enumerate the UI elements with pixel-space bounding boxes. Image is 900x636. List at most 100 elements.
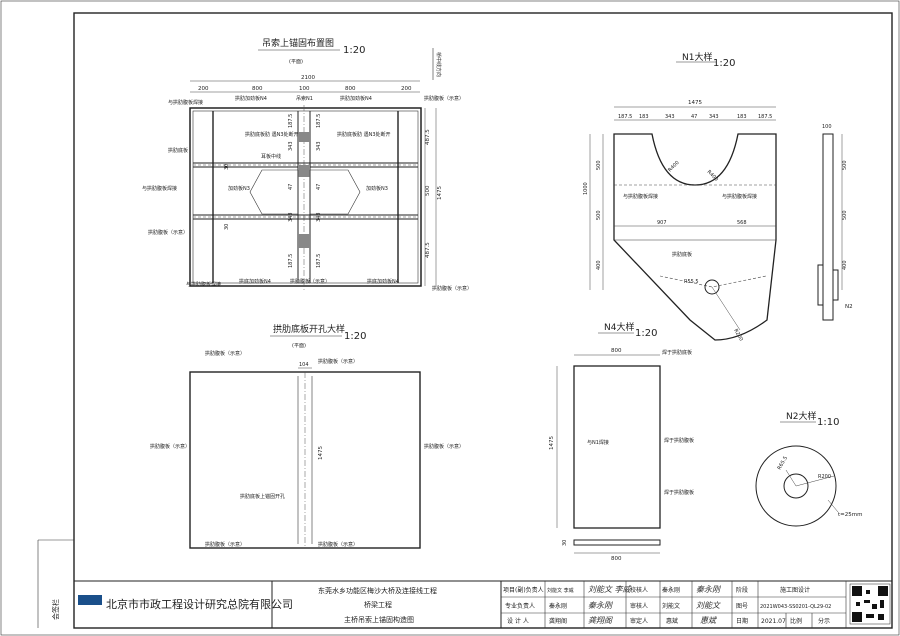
d1-stiffener-right	[309, 169, 361, 215]
svg-text:日期: 日期	[736, 617, 748, 625]
n1-plate-outline	[613, 133, 777, 341]
svg-text:1:20: 1:20	[344, 331, 366, 342]
drawing-1-layout: 吊索上锚固布置图 1:20 (平面) 桥中线方向 2100 200 800 10…	[142, 37, 472, 292]
sig-1: 刘能文 李威	[588, 585, 632, 594]
sheet-inner-border	[73, 12, 893, 629]
svg-text:2021W043-SS0201-QL29-02: 2021W043-SS0201-QL29-02	[760, 604, 831, 610]
svg-text:1:20: 1:20	[635, 328, 657, 339]
svg-text:刘能文: 刘能文	[696, 601, 721, 610]
svg-text:2021.07: 2021.07	[761, 618, 786, 625]
svg-text:焊于拱肋腹板: 焊于拱肋腹板	[664, 489, 694, 496]
d1-stiffener-left	[249, 169, 299, 215]
n1-hole	[704, 279, 720, 295]
svg-text:N4大样: N4大样	[604, 321, 634, 333]
svg-text:秦永刚: 秦永刚	[696, 585, 722, 594]
d1-weld-top: 与拱肋腹板焊接	[168, 99, 203, 106]
svg-text:R65.5: R65.5	[777, 455, 790, 471]
d1-rd-2: 487.5	[425, 242, 431, 258]
drawing-2-hole-detail: 拱肋底板开孔大样 1:20 (平面) 104 1475 拱肋腹板（示意） 拱肋腹…	[150, 323, 464, 549]
svg-text:R200: R200	[732, 328, 744, 342]
svg-text:拱底加劲板N4: 拱底加劲板N4	[239, 278, 271, 285]
svg-text:1475: 1475	[318, 446, 324, 460]
svg-text:183: 183	[737, 114, 747, 120]
svg-text:N2: N2	[845, 304, 853, 310]
svg-text:30: 30	[224, 164, 230, 170]
n2-outer-circle	[755, 445, 837, 527]
svg-text:30: 30	[224, 224, 230, 230]
svg-text:图号: 图号	[736, 603, 748, 610]
svg-text:343: 343	[709, 114, 719, 120]
svg-text:校核人: 校核人	[630, 586, 648, 594]
svg-text:项目(副)负责人: 项目(副)负责人	[503, 586, 544, 594]
svg-text:拱肋腹板（示意）: 拱肋腹板（示意）	[318, 541, 358, 548]
svg-text:1:10: 1:10	[817, 417, 839, 428]
d1-rd-1: 500	[425, 185, 431, 196]
d1-web-top-right: 拱肋腹板（示意）	[424, 95, 464, 102]
svg-text:400: 400	[842, 260, 848, 270]
svg-text:拱肋底板上锚固开孔: 拱肋底板上锚固开孔	[240, 493, 285, 500]
svg-text:47: 47	[288, 184, 294, 190]
svg-text:与拱肋腹板焊接: 与拱肋腹板焊接	[186, 281, 221, 288]
svg-text:187.5: 187.5	[758, 114, 772, 120]
svg-text:阶段: 阶段	[736, 586, 748, 594]
svg-text:1000: 1000	[583, 182, 589, 195]
d1-dim-4: 200	[401, 86, 412, 92]
svg-text:秦永刚: 秦永刚	[662, 586, 680, 594]
svg-text:刘能文 李威: 刘能文 李威	[547, 587, 574, 594]
d1-dim-0: 200	[198, 86, 209, 92]
project-sub: 桥梁工程	[364, 600, 392, 609]
svg-text:1475: 1475	[549, 436, 555, 450]
svg-text:拱肋腹板（示意）: 拱肋腹板（示意）	[150, 443, 190, 450]
d1-row-2: 拱肋加劲板N4	[340, 95, 372, 102]
svg-text:907: 907	[657, 220, 667, 226]
svg-text:拱肋腹板（示意）: 拱肋腹板（示意）	[432, 285, 472, 292]
svg-text:拱肋腹板（示意）: 拱肋腹板（示意）	[318, 358, 358, 365]
svg-text:比例: 比例	[790, 617, 802, 625]
company-name: 北京市市政工程设计研究总院有限公司	[106, 597, 293, 611]
svg-text:拱肋腹板（示意）: 拱肋腹板（示意）	[424, 443, 464, 450]
svg-text:183: 183	[639, 114, 649, 120]
svg-text:惠斌: 惠斌	[700, 616, 717, 625]
svg-text:秦永刚: 秦永刚	[588, 601, 614, 610]
drawing-4-n4-detail: N4大样 1:20 800 1475 30 800 焊于拱肋底板 与N1焊接 焊…	[549, 321, 694, 562]
svg-text:拱肋腹板（示意）: 拱肋腹板（示意）	[205, 350, 245, 357]
svg-text:(平面): (平面)	[292, 343, 306, 349]
svg-text:1475: 1475	[688, 100, 702, 106]
svg-text:惠斌: 惠斌	[666, 617, 678, 625]
svg-text:秦永刚: 秦永刚	[549, 602, 567, 610]
svg-text:568: 568	[737, 220, 747, 226]
svg-text:343: 343	[288, 141, 294, 151]
svg-text:343: 343	[288, 212, 294, 222]
svg-text:加劲板N3: 加劲板N3	[228, 185, 250, 192]
svg-text:187.5: 187.5	[288, 114, 294, 128]
d1-dim-1: 800	[252, 86, 263, 92]
company-logo	[78, 595, 102, 605]
svg-text:100: 100	[822, 124, 832, 130]
d1-rd-0: 487.5	[425, 129, 431, 145]
d1-north: 桥中线方向	[435, 52, 442, 77]
svg-text:N1大样: N1大样	[682, 51, 712, 63]
svg-text:焊于拱肋腹板: 焊于拱肋腹板	[664, 437, 694, 444]
svg-text:343: 343	[316, 212, 322, 222]
svg-text:500: 500	[596, 210, 602, 220]
svg-text:187.5: 187.5	[316, 114, 322, 128]
svg-text:500: 500	[842, 160, 848, 170]
d1-row-1: 吊索N1	[296, 95, 313, 102]
d1-scale: 1:20	[343, 45, 365, 56]
side-note: 会签栏	[51, 599, 60, 620]
svg-text:N2大样: N2大样	[786, 410, 816, 422]
drawing-3-n1-detail: N1大样 1:20 1475 187.5 183 343 47 343 183 …	[583, 51, 853, 342]
svg-text:耳板中线: 耳板中线	[261, 153, 281, 160]
svg-text:187.5: 187.5	[316, 254, 322, 268]
svg-text:800: 800	[611, 556, 622, 562]
svg-text:设 计 人: 设 计 人	[507, 617, 529, 625]
svg-text:与拱肋腹板焊接: 与拱肋腹板焊接	[142, 185, 177, 192]
svg-text:343: 343	[316, 141, 322, 151]
svg-text:500: 500	[596, 160, 602, 170]
svg-text:400: 400	[596, 260, 602, 270]
svg-text:拱肋底板肋 遇N3处断开: 拱肋底板肋 遇N3处断开	[245, 131, 299, 138]
svg-text:拱肋底板: 拱肋底板	[168, 147, 188, 154]
svg-text:拱底加劲板N4: 拱底加劲板N4	[367, 278, 399, 285]
d1-hatch-2	[298, 165, 310, 177]
